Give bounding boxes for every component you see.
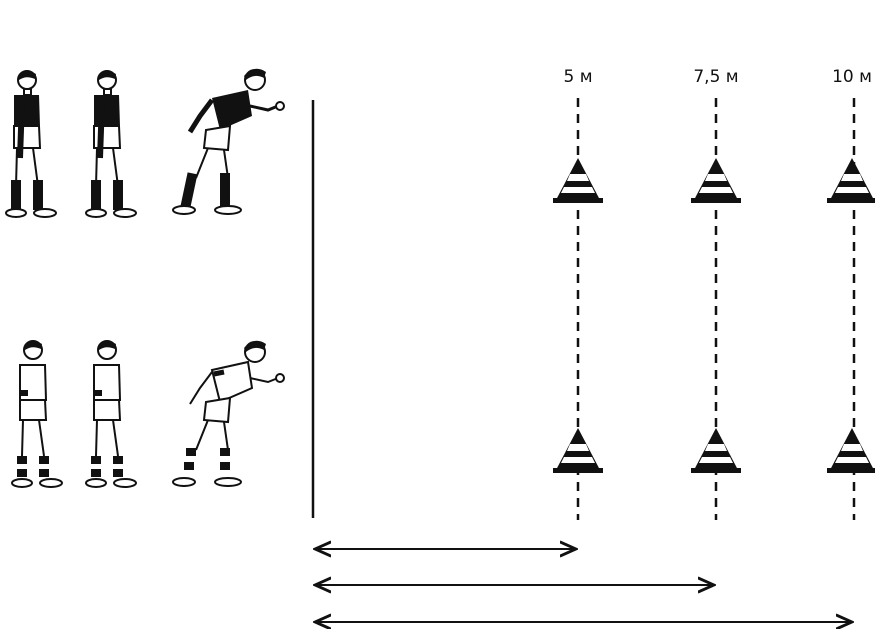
cone-7-5m-top xyxy=(691,158,741,203)
cone-5m-bottom xyxy=(553,428,603,473)
distance-label-10m: 10 м xyxy=(832,67,872,87)
player-light-1 xyxy=(11,340,63,488)
player-light-runner xyxy=(173,341,284,486)
player-light-2 xyxy=(85,340,137,488)
cone-10m-top xyxy=(827,158,875,203)
cone-10m-bottom xyxy=(827,428,875,473)
team-dark xyxy=(6,69,284,217)
cone-7-5m-bottom xyxy=(691,428,741,473)
marker-5m: 5 м xyxy=(553,67,603,520)
team-light xyxy=(11,340,284,488)
player-dark-1 xyxy=(6,71,56,217)
player-dark-runner xyxy=(173,69,284,214)
player-dark-2 xyxy=(86,71,136,217)
marker-10m: 10 м xyxy=(827,67,875,520)
distance-label-5m: 5 м xyxy=(563,67,592,87)
marker-7-5m: 7,5 м xyxy=(691,67,741,520)
cone-5m-top xyxy=(553,158,603,203)
distance-label-7-5m: 7,5 м xyxy=(693,67,738,87)
